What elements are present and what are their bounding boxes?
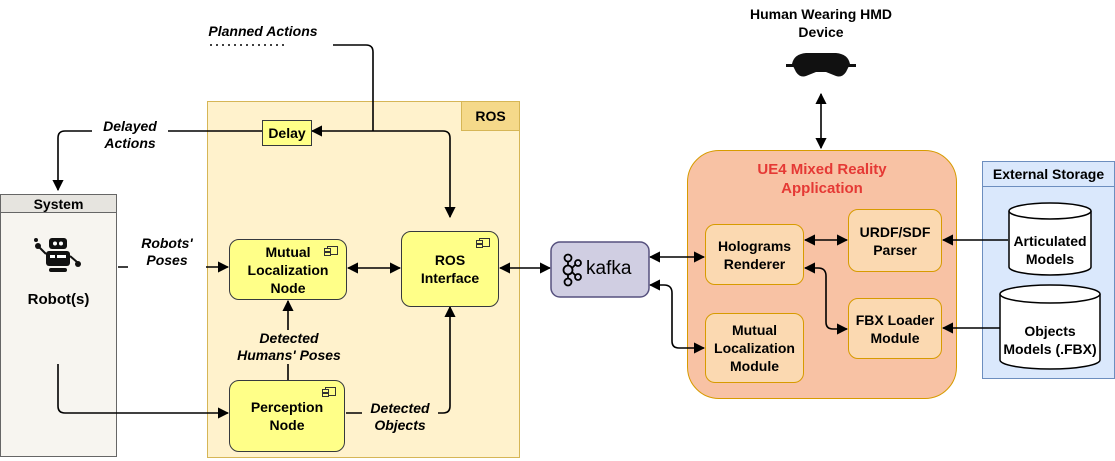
mutual-localization-node: Mutual Localization Node	[229, 239, 347, 300]
articulated-models-label: Articulated Models	[1009, 228, 1091, 272]
urdf-sdf-parser-text: URDF/SDF Parser	[859, 223, 931, 258]
ros-label: ROS	[461, 101, 520, 131]
hmd-headset-icon	[786, 53, 856, 77]
detected-objects-label: Detected Objects	[362, 400, 438, 434]
delay-text: Delay	[268, 125, 306, 141]
fbx-loader-node: FBX Loader Module	[848, 298, 942, 359]
component-icon	[322, 387, 336, 397]
mutual-localization-node-text: Mutual Localization Node	[247, 243, 329, 296]
urdf-sdf-parser-node: URDF/SDF Parser	[848, 209, 942, 272]
detected-humans-poses-label: Detected Humans' Poses	[226, 330, 352, 364]
perception-node: Perception Node	[229, 380, 345, 452]
ue4-title: UE4 Mixed Reality Application	[757, 161, 887, 197]
component-icon	[476, 238, 490, 248]
kafka-mutual-module-edge	[648, 279, 706, 354]
fbx-loader-text: FBX Loader Module	[855, 311, 935, 346]
robots-poses-label: Robots' Poses	[128, 235, 206, 269]
system-header: System	[0, 194, 117, 213]
kafka-logo-icon	[562, 253, 582, 287]
objects-models-cylinder	[999, 284, 1101, 370]
objects-models-label: Objects Models (.FBX)	[1000, 318, 1100, 362]
robot-icon	[34, 238, 81, 272]
holograms-fbx-edge	[803, 262, 849, 335]
perception-node-text: Perception Node	[250, 399, 324, 433]
delay-node: Delay	[262, 120, 312, 146]
kafka-text: kafka	[586, 258, 632, 279]
detected-objects-edge	[346, 305, 456, 414]
mutual-localization-module-node: Mutual Localization Module	[705, 313, 804, 383]
robot-to-perception-edge	[57, 364, 230, 419]
kafka-box	[550, 241, 650, 298]
mutual-localization-module-text: Mutual Localization Module	[714, 322, 795, 374]
planned-actions-label: Planned Actions	[208, 23, 318, 39]
ros-interface-node: ROS Interface	[401, 231, 499, 307]
ros-label-text: ROS	[475, 108, 506, 124]
holograms-renderer-text: Holograms Renderer	[717, 237, 792, 272]
robot-label: Robot(s)	[27, 291, 90, 308]
external-storage-header: External Storage	[982, 161, 1115, 187]
articulated-models-text: Articulated Models	[1013, 233, 1087, 267]
external-storage-title: External Storage	[992, 165, 1105, 182]
component-icon	[324, 246, 338, 256]
system-header-text: System	[33, 195, 84, 212]
ros-interface-text: ROS Interface	[420, 252, 480, 286]
articulated-models-cylinder	[1008, 202, 1092, 276]
objects-models-text: Objects Models (.FBX)	[1003, 323, 1097, 357]
delay-input-edge	[310, 125, 456, 219]
hmd-title: Human Wearing HMD Device	[749, 6, 893, 40]
delayed-actions-label: Delayed Actions	[92, 118, 168, 152]
holograms-renderer-node: Holograms Renderer	[705, 224, 804, 285]
planned-actions-line	[333, 44, 374, 131]
delayed-actions-edge	[52, 130, 262, 192]
